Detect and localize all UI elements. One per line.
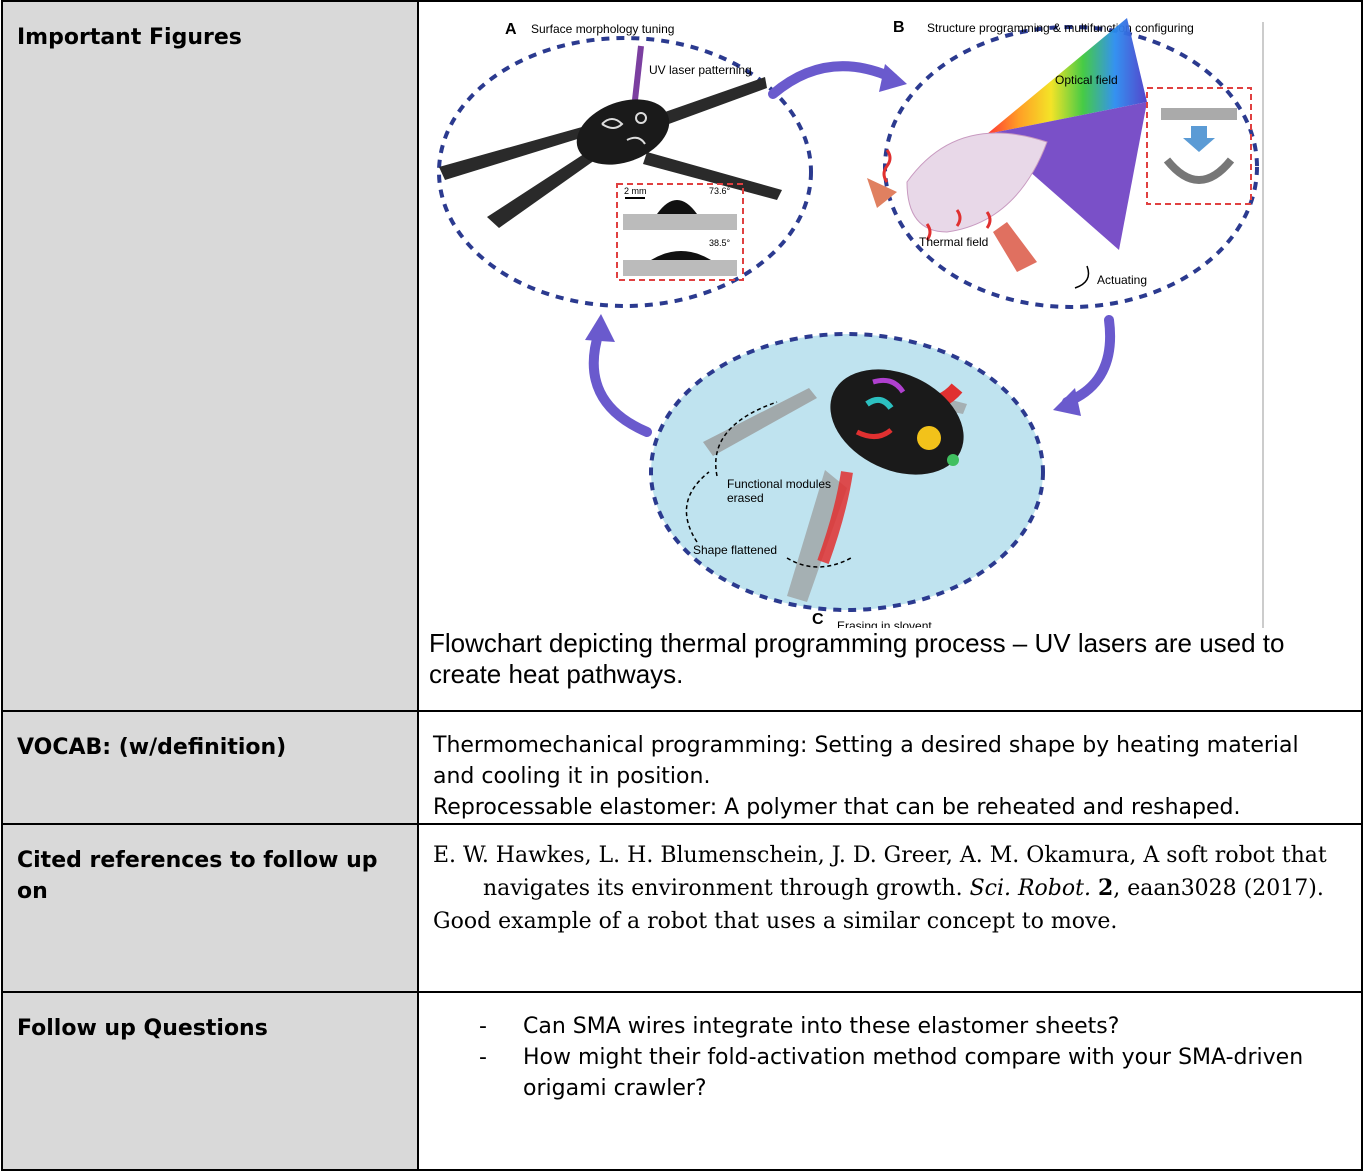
angle-2: 38.5° (709, 238, 731, 248)
panel-b-title: Structure programming & multifunction co… (927, 21, 1194, 35)
row-cited-references: Cited references to follow up on E. W. H… (1, 823, 1363, 993)
list-item: -Can SMA wires integrate into these elas… (433, 1011, 1345, 1042)
citation-volume: 2 (1097, 875, 1114, 901)
panel-a-title: Surface morphology tuning (531, 22, 674, 36)
citation-note: Good example of a robot that uses a simi… (433, 909, 1118, 934)
row-label: Follow up Questions (1, 991, 419, 1171)
figure-cell: A Surface morphology tuning B Structure … (417, 0, 1363, 712)
citation-authors: E. W. Hawkes, L. H. Blumenschein, J. D. … (433, 843, 1327, 901)
uv-label: UV laser patterning (649, 63, 752, 77)
row-label: Cited references to follow up on (1, 823, 419, 993)
dash-bullet-icon: - (479, 1045, 487, 1070)
row-follow-up-questions: Follow up Questions -Can SMA wires integ… (1, 991, 1363, 1171)
dash-bullet-icon: - (479, 1014, 487, 1039)
row-vocab: VOCAB: (w/definition) Thermomechanical p… (1, 710, 1363, 825)
flowchart-figure: A Surface morphology tuning B Structure … (427, 2, 1267, 628)
citation-journal: Sci. Robot. (969, 876, 1091, 901)
citation-rest: , eaan3028 (2017). (1113, 876, 1324, 901)
modules-label-1: Functional modules (727, 477, 831, 491)
angle-1: 73.6° (709, 186, 731, 196)
vocab-entry: Thermomechanical programming: Setting a … (433, 733, 1299, 789)
actuating-label: Actuating (1097, 273, 1147, 287)
modules-label-2: erased (727, 491, 764, 505)
panel-a-letter: A (505, 21, 517, 38)
scale-label: 2 mm (624, 186, 647, 196)
row-label: VOCAB: (w/definition) (1, 710, 419, 825)
refs-cell: E. W. Hawkes, L. H. Blumenschein, J. D. … (417, 823, 1363, 993)
list-item: -How might their fold-activation method … (433, 1042, 1345, 1104)
panel-c-letter: C (812, 611, 824, 628)
questions-list: -Can SMA wires integrate into these elas… (433, 1011, 1345, 1104)
questions-cell: -Can SMA wires integrate into these elas… (417, 991, 1363, 1171)
panel-b-letter: B (893, 19, 905, 36)
row-important-figures: Important Figures A Surface morphology t… (1, 0, 1363, 712)
vocab-cell: Thermomechanical programming: Setting a … (417, 710, 1363, 825)
optical-label: Optical field (1055, 73, 1118, 87)
figure-caption: Flowchart depicting thermal programming … (429, 628, 1285, 689)
row-label: Important Figures (1, 0, 419, 712)
panel-c-title: Erasing in slovent (837, 619, 932, 628)
vocab-entry: Reprocessable elastomer: A polymer that … (433, 795, 1241, 820)
citation: E. W. Hawkes, L. H. Blumenschein, J. D. … (433, 839, 1345, 905)
flattened-label: Shape flattened (693, 543, 777, 557)
thermal-label: Thermal field (919, 235, 988, 249)
